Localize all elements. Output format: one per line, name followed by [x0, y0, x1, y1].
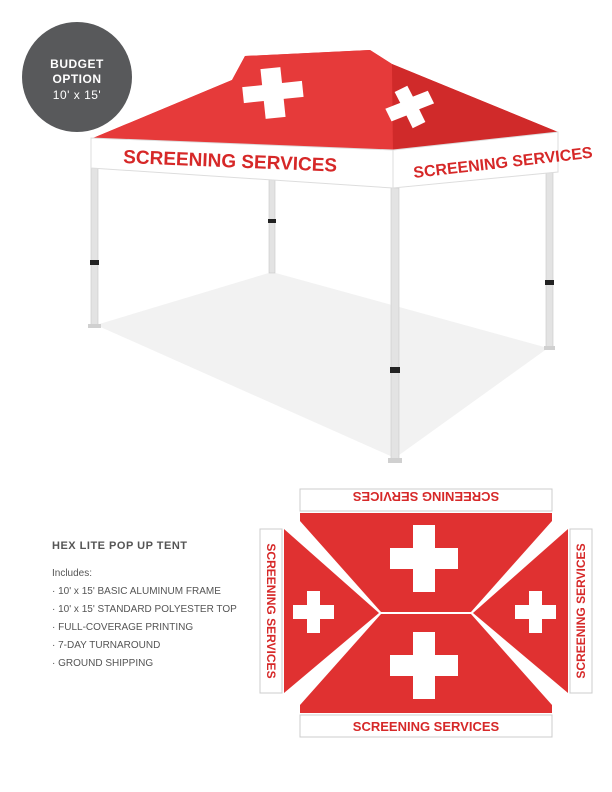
tent-floor-shadow — [96, 272, 548, 458]
white-cross-icon — [293, 591, 334, 633]
white-cross-icon — [385, 85, 435, 129]
product-info: HEX LITE POP UP TENT Includes: 10' x 15'… — [52, 540, 237, 673]
includes-list: 10' x 15' BASIC ALUMINUM FRAME 10' x 15'… — [52, 583, 237, 673]
leg-clamp — [545, 280, 554, 285]
leg-clamp — [390, 367, 400, 373]
includes-item: FULL-COVERAGE PRINTING — [52, 619, 237, 637]
badge-line-budget: BUDGET — [50, 57, 104, 71]
bottom-valance-text: SCREENING SERVICES — [353, 719, 500, 734]
white-cross-icon — [390, 632, 458, 699]
tent-3d-illustration: SCREENING SERVICES SCREENING SERVICES — [88, 50, 594, 463]
top-valance-strip — [299, 488, 553, 512]
leg-foot — [88, 324, 101, 328]
includes-item: GROUND SHIPPING — [52, 655, 237, 673]
left-valance-strip — [259, 528, 283, 694]
includes-label: Includes: — [52, 568, 93, 579]
bottom-valance-strip — [299, 714, 553, 738]
tent-leg-back-right — [545, 171, 554, 350]
budget-option-badge: BUDGET OPTION 10' x 15' — [22, 22, 132, 132]
side-valance — [392, 131, 559, 189]
tent-roof-front-panel — [93, 50, 393, 150]
tent-leg-front-right — [390, 187, 400, 461]
right-valance-text: SCREENING SERVICES — [574, 543, 588, 678]
leg-clamp — [268, 219, 276, 223]
canopy-flat-layout: SCREENING SERVICES SCREENING SERVICES SC… — [259, 488, 593, 738]
leg-foot — [544, 346, 555, 350]
white-cross-icon — [390, 525, 458, 592]
left-valance-text: SCREENING SERVICES — [264, 543, 278, 678]
product-title: HEX LITE POP UP TENT — [52, 540, 188, 552]
tent-roof-side-panel — [392, 64, 558, 150]
includes-item: 10' x 15' BASIC ALUMINUM FRAME — [52, 583, 237, 601]
leg-clamp — [90, 260, 99, 265]
includes-item: 10' x 15' STANDARD POLYESTER TOP — [52, 601, 237, 619]
badge-line-option: OPTION — [52, 72, 102, 86]
badge-size: 10' x 15' — [52, 88, 102, 102]
leg-foot — [388, 458, 402, 463]
top-valance-text: SCREENING SERVICES — [352, 489, 499, 504]
right-valance-strip — [569, 528, 593, 694]
includes-item: 7-DAY TURNAROUND — [52, 637, 237, 655]
white-cross-icon — [515, 591, 556, 633]
white-cross-icon — [242, 67, 304, 119]
tent-leg-front-left — [90, 167, 99, 327]
